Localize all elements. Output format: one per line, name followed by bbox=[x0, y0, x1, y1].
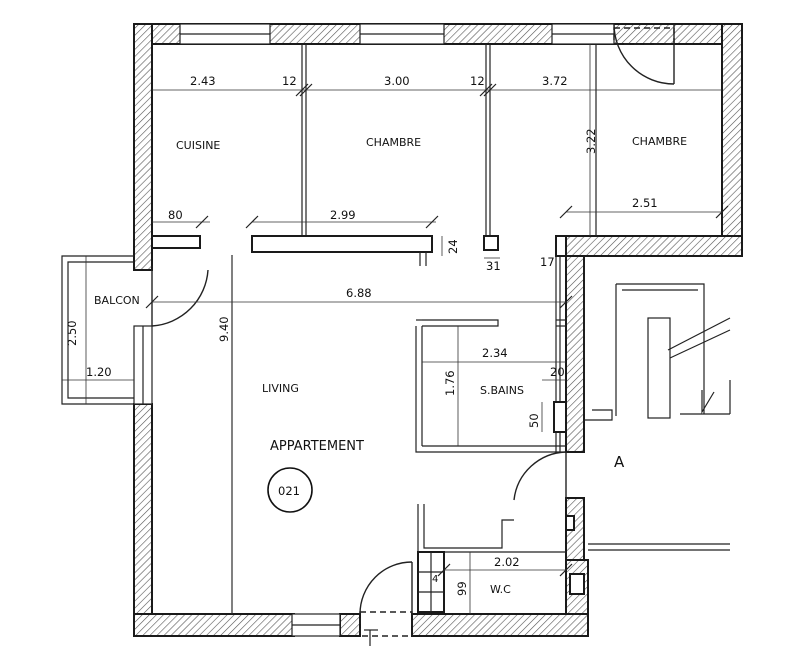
dim-chambre2-lower: 2.51 bbox=[632, 196, 658, 210]
chambre2-bottom-wall bbox=[565, 235, 743, 257]
partitions bbox=[151, 44, 597, 614]
door-chambre2 bbox=[613, 23, 675, 85]
dim-wall-2: 12 bbox=[470, 74, 485, 88]
bottom-wall-right bbox=[411, 613, 589, 637]
dim-sbains-50: 50 bbox=[527, 413, 541, 428]
room-label-wc: W.C bbox=[490, 583, 511, 596]
room-label-chambre-1: CHAMBRE bbox=[366, 136, 421, 149]
dim-wc-4: 4 bbox=[432, 574, 438, 585]
dim-wall-1: 12 bbox=[282, 74, 297, 88]
dim-balcon-height: 2.50 bbox=[65, 320, 79, 346]
dim-sbains-height: 1.76 bbox=[443, 370, 457, 396]
right-wall-mid bbox=[565, 255, 585, 453]
dim-living-width: 6.88 bbox=[346, 286, 372, 300]
stair-label: A bbox=[614, 453, 625, 471]
wc-room bbox=[417, 504, 585, 613]
dim-post-width: 31 bbox=[486, 259, 501, 273]
dim-partition: 17 bbox=[540, 255, 555, 269]
room-label-balcon: BALCON bbox=[94, 294, 140, 307]
dim-closet-depth: 24 bbox=[446, 239, 460, 254]
dim-chambre2-width: 3.72 bbox=[542, 74, 568, 88]
balcony bbox=[61, 255, 134, 405]
wc-basin bbox=[569, 573, 585, 595]
bathroom bbox=[415, 319, 567, 453]
dimension-lines bbox=[62, 44, 729, 614]
dim-wc-height: 99 bbox=[455, 581, 469, 596]
dim-living-height: 9.40 bbox=[217, 316, 231, 342]
dim-cuisine-width: 2.43 bbox=[190, 74, 216, 88]
exterior-walls bbox=[133, 23, 743, 637]
dim-chambre2-height: 3.22 bbox=[584, 128, 598, 154]
unit-number: 021 bbox=[278, 484, 300, 498]
bottom-wall-mid bbox=[339, 613, 361, 637]
dim-sbains-20: 20 bbox=[550, 365, 565, 379]
dim-cuisine-opening: 80 bbox=[168, 208, 183, 222]
left-wall-upper bbox=[133, 23, 153, 271]
post bbox=[483, 235, 499, 251]
entry-post bbox=[565, 515, 575, 531]
room-label-sbains: S.BAINS bbox=[480, 384, 524, 397]
door-balcon bbox=[151, 269, 209, 327]
left-wall-lower bbox=[133, 403, 153, 637]
closet bbox=[251, 235, 433, 253]
windows bbox=[133, 23, 615, 637]
room-label-chambre-2: CHAMBRE bbox=[632, 135, 687, 148]
stairwell bbox=[583, 256, 731, 551]
bath-fixture bbox=[553, 401, 567, 433]
doors bbox=[151, 23, 675, 646]
partition-end bbox=[555, 235, 567, 257]
cuisine-counter bbox=[151, 235, 201, 249]
dim-chambre1-width: 3.00 bbox=[384, 74, 410, 88]
dim-balcon-width: 1.20 bbox=[86, 365, 112, 379]
door-entry bbox=[513, 451, 567, 501]
unit-number-circle bbox=[267, 467, 313, 513]
dim-sbains-width: 2.34 bbox=[482, 346, 508, 360]
room-label-living: LIVING bbox=[262, 382, 299, 395]
dim-wc-width: 2.02 bbox=[494, 555, 520, 569]
room-label-cuisine: CUISINE bbox=[176, 139, 220, 152]
dim-closet-width: 2.99 bbox=[330, 208, 356, 222]
bottom-wall-left bbox=[133, 613, 295, 637]
door-bottom bbox=[359, 561, 413, 615]
right-wall-upper bbox=[721, 23, 743, 255]
apartment-title: APPARTEMENT bbox=[270, 439, 364, 454]
